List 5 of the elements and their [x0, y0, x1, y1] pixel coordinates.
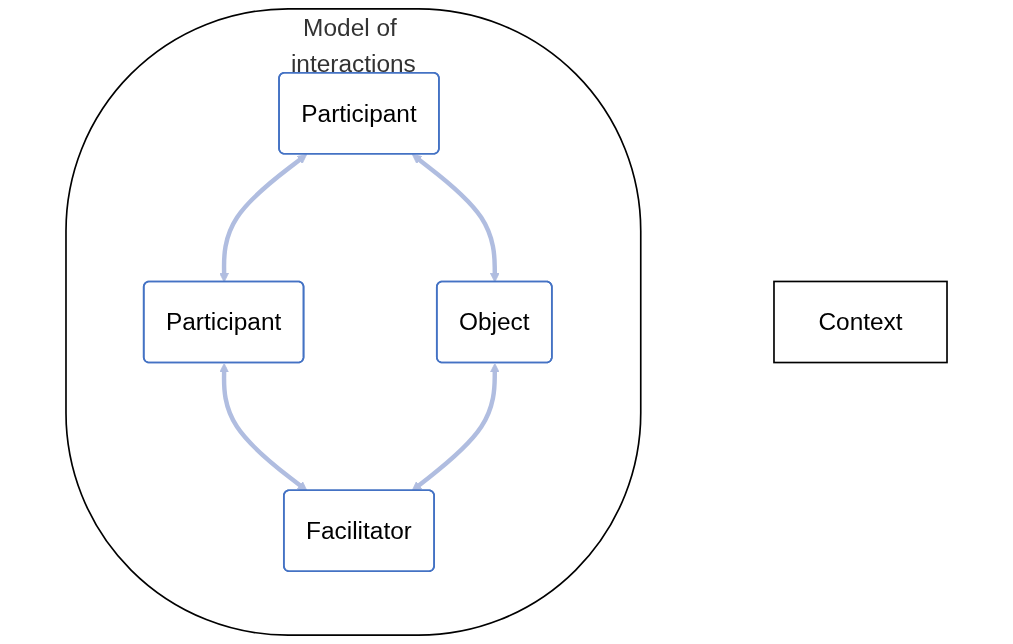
arrow	[219, 363, 308, 492]
arrow	[412, 154, 500, 283]
arrow	[411, 363, 500, 492]
arrow	[219, 154, 308, 283]
node-box: Context	[773, 280, 948, 364]
